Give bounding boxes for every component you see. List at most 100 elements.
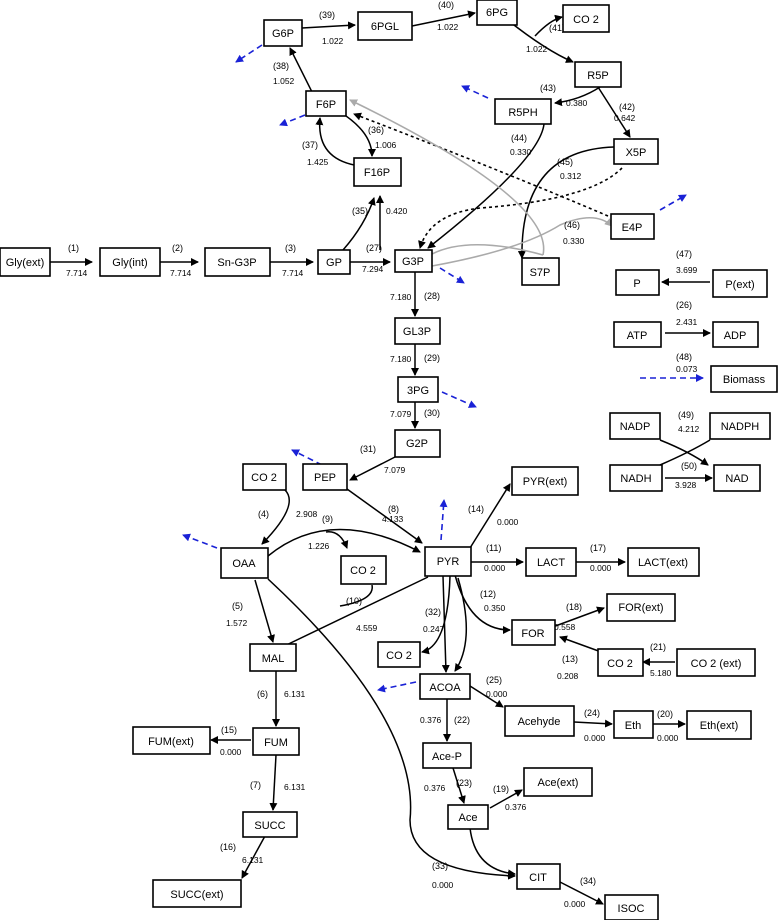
node-lact: LACT — [525, 547, 577, 577]
node-eth: Eth — [613, 710, 654, 739]
node-co2-ext: CO 2 (ext) — [676, 648, 756, 677]
flux-44: 0.330 — [510, 147, 532, 157]
flux-9: 1.226 — [308, 541, 330, 551]
reaction-id-21: (21) — [650, 642, 666, 652]
node-fum-ext: FUM(ext) — [132, 726, 211, 755]
edge-r42 — [597, 86, 631, 138]
flux-25: 0.000 — [486, 689, 508, 699]
biomass-drain-oaa — [182, 533, 218, 549]
reaction-id-24: (24) — [584, 708, 600, 718]
node-succ: SUCC — [242, 811, 298, 838]
edge-r24 — [573, 719, 613, 728]
node-sn-g3p: Sn-G3P — [204, 247, 271, 277]
flux-18: 0.558 — [554, 622, 576, 632]
flux-41: 1.022 — [526, 44, 548, 54]
flux-7: 6.131 — [284, 782, 306, 792]
reaction-id-38: (38) — [273, 61, 289, 71]
node-nadh: NADH — [609, 464, 663, 492]
biomass-drain-e4p — [659, 194, 687, 211]
edge-r7 — [269, 754, 278, 811]
reaction-id-10: (10) — [346, 596, 362, 606]
flux-13: 0.208 — [557, 671, 579, 681]
edge-r12 — [454, 574, 511, 634]
reaction-id-12: (12) — [480, 589, 496, 599]
svg-text:ISOC: ISOC — [618, 903, 645, 915]
node-pyr-ext: PYR(ext) — [511, 466, 579, 496]
edge-gray-2 — [349, 99, 545, 256]
svg-text:NADP: NADP — [620, 421, 651, 433]
flux-21: 5.180 — [650, 668, 672, 678]
reaction-id-22: (22) — [454, 715, 470, 725]
node-x5p: X5P — [613, 138, 659, 165]
svg-text:GP: GP — [326, 257, 342, 269]
node-biomass: Biomass — [710, 365, 778, 393]
reaction-id-40: (40) — [438, 0, 454, 10]
edge-r23 — [452, 767, 466, 804]
reaction-id-50: (50) — [681, 461, 697, 471]
flux-48: 0.073 — [676, 364, 698, 374]
reaction-id-2: (2) — [172, 243, 183, 253]
flux-22: 0.376 — [420, 715, 442, 725]
reaction-id-4: (4) — [258, 509, 269, 519]
flux-27: 7.294 — [362, 264, 384, 274]
svg-text:3PG: 3PG — [407, 385, 429, 397]
svg-text:Eth(ext): Eth(ext) — [700, 720, 739, 732]
flux-10: 4.559 — [356, 623, 378, 633]
node-ace-p: Ace-P — [422, 742, 472, 769]
flux-36: 1.006 — [375, 140, 397, 150]
flux-17: 0.000 — [590, 563, 612, 573]
edge-r37 — [315, 117, 361, 167]
biomass-drain-r5ph — [461, 85, 489, 99]
node-6pg: 6PG — [476, 0, 518, 26]
reaction-id-36: (36) — [368, 125, 384, 135]
svg-text:X5P: X5P — [626, 147, 647, 159]
svg-text:S7P: S7P — [530, 267, 551, 279]
svg-text:Eth: Eth — [625, 720, 642, 732]
node-succ-ext: SUCC(ext) — [152, 879, 242, 908]
reaction-id-9: (9) — [322, 514, 333, 524]
svg-text:FOR: FOR — [521, 628, 544, 640]
node-r5ph: R5PH — [494, 98, 552, 125]
flux-38: 1.052 — [273, 76, 295, 86]
edge-r44b — [517, 146, 615, 259]
edge-r35a — [342, 197, 376, 251]
reaction-id-1: (1) — [68, 243, 79, 253]
svg-text:CO 2: CO 2 — [573, 14, 599, 26]
svg-text:F6P: F6P — [316, 99, 336, 111]
flux-5: 1.572 — [226, 618, 248, 628]
svg-text:SUCC(ext): SUCC(ext) — [170, 889, 223, 901]
node-atp: ATP — [613, 321, 662, 348]
svg-text:MAL: MAL — [262, 653, 285, 665]
flux-15: 0.000 — [220, 747, 242, 757]
flux-40: 1.022 — [437, 22, 459, 32]
svg-text:Acehyde: Acehyde — [518, 716, 561, 728]
edge-r43 — [554, 86, 601, 107]
reaction-id-11: (11) — [486, 543, 501, 553]
edge-r39 — [301, 21, 356, 30]
edge-r19 — [489, 789, 523, 809]
svg-text:Ace: Ace — [459, 812, 478, 824]
node-3pg: 3PG — [397, 376, 439, 403]
svg-text:NAD: NAD — [725, 473, 748, 485]
svg-text:P: P — [633, 278, 640, 290]
biomass-drain-g6p — [235, 44, 263, 63]
reaction-id-15: (15) — [221, 725, 237, 735]
reaction-id-30: (30) — [424, 408, 440, 418]
biomass-drain-g3p — [439, 267, 465, 284]
svg-text:G2P: G2P — [406, 438, 428, 450]
reaction-id-44: (44) — [511, 133, 527, 143]
reaction-id-29: (29) — [424, 353, 440, 363]
edge-r33a — [469, 827, 516, 878]
node-nadp: NADP — [609, 412, 661, 440]
svg-text:P(ext): P(ext) — [725, 279, 754, 291]
biomass-drain-f6p — [279, 114, 306, 127]
flux-49: 4.212 — [678, 424, 700, 434]
reaction-id-16: (16) — [220, 842, 236, 852]
node-gly-ext: Gly(ext) — [0, 247, 51, 277]
edge-r31 — [349, 456, 396, 481]
svg-text:ATP: ATP — [627, 330, 648, 342]
edge-r13 — [559, 635, 605, 654]
reaction-id-19: (19) — [493, 784, 509, 794]
flux-33: 0.000 — [432, 880, 454, 890]
